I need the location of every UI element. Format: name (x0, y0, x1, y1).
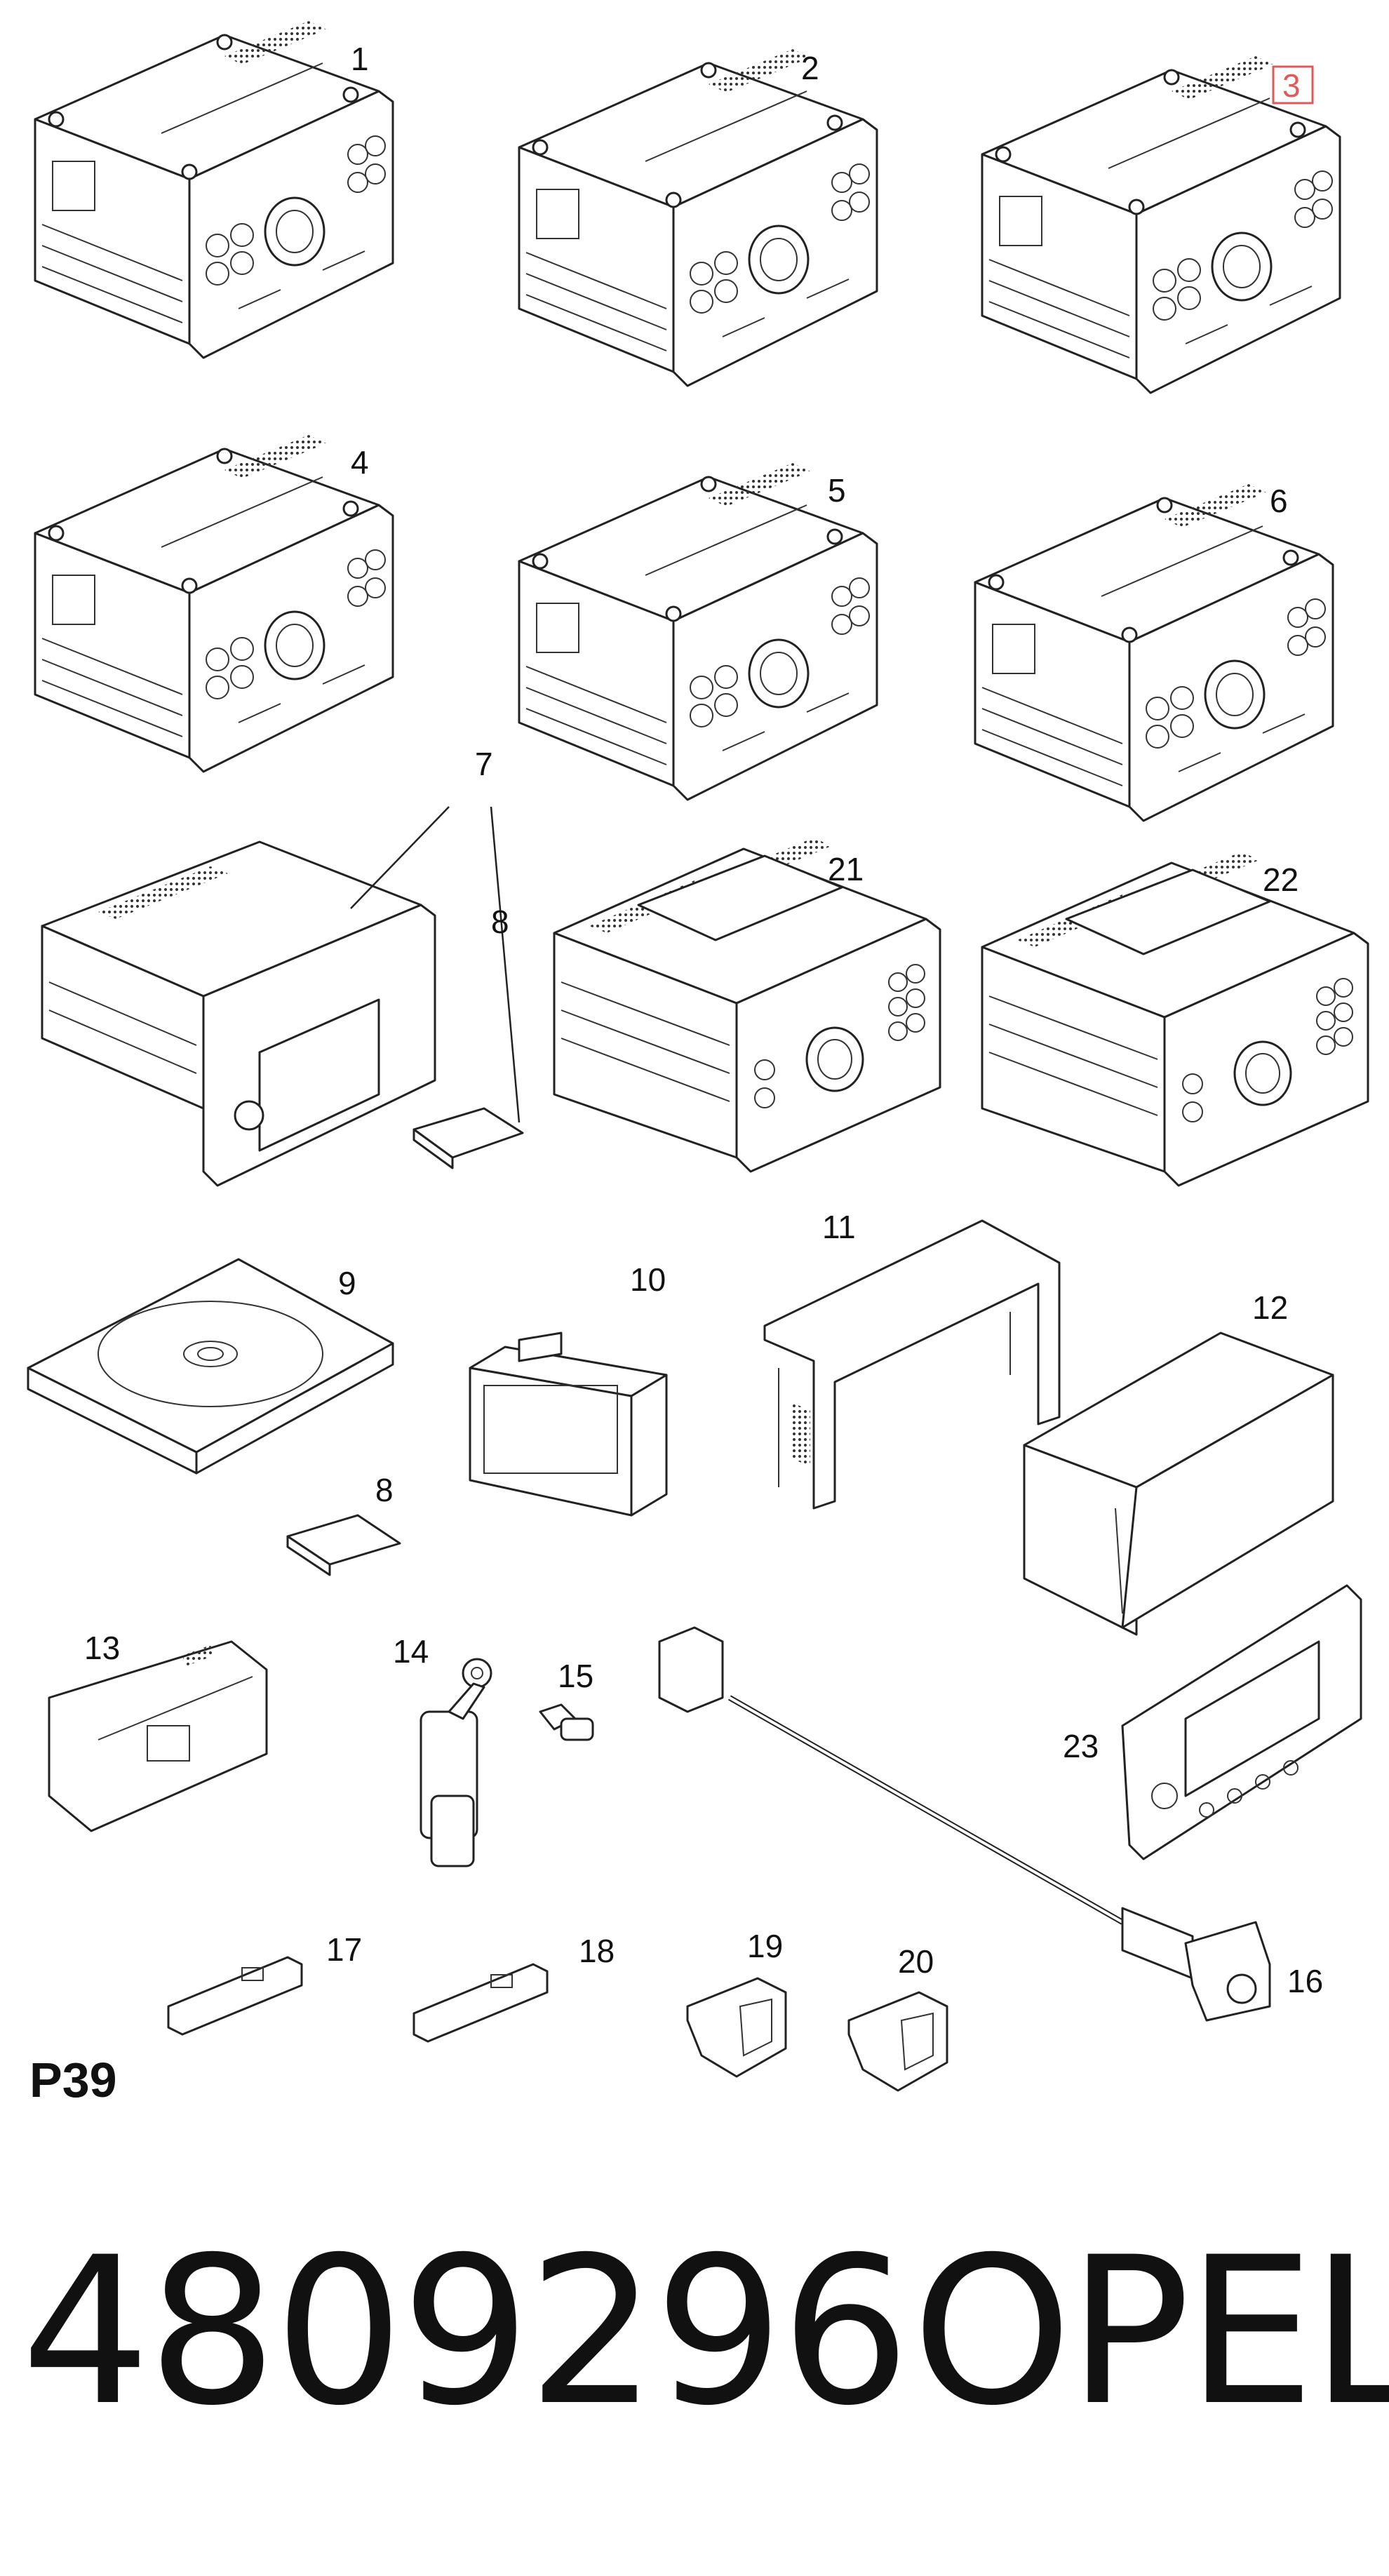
radio-unit-1 (34, 20, 394, 359)
callout-5: 5 (828, 472, 846, 509)
trim-bezel-23 (1121, 1584, 1362, 1860)
callout-6: 6 (1270, 483, 1288, 519)
navigation-unit-21 (553, 836, 941, 1173)
radio-unit-4 (34, 434, 394, 773)
socket-20 (847, 1991, 948, 2092)
sd-card-8a (412, 1107, 524, 1169)
callout-22: 22 (1263, 861, 1299, 898)
antenna-adapter-14 (420, 1658, 492, 1867)
navigation-unit-22 (981, 850, 1369, 1187)
callout-16: 16 (1287, 1963, 1323, 1999)
callout-21: 21 (828, 851, 864, 887)
control-panel-13 (48, 1640, 268, 1832)
display-module-10 (469, 1331, 668, 1517)
brand-name: OPEL (912, 2214, 1389, 2450)
callout-13: 13 (84, 1630, 120, 1666)
callout-4: 4 (351, 444, 369, 481)
callout-12: 12 (1252, 1289, 1288, 1326)
callout-14: 14 (393, 1633, 429, 1670)
callout-19: 19 (747, 1928, 783, 1964)
trim-panel-12 (1023, 1331, 1334, 1636)
callout-2: 2 (801, 50, 819, 86)
callout-3-highlight (1272, 65, 1314, 105)
callout-11: 11 (822, 1209, 856, 1245)
socket-19 (686, 1977, 787, 2078)
part-number: 4809296 (21, 2214, 911, 2450)
radio-unit-3 (981, 55, 1341, 394)
sd-card-8b (286, 1514, 401, 1576)
callout-8a: 8 (491, 904, 509, 940)
callout-10: 10 (630, 1261, 666, 1298)
callout-17: 17 (326, 1931, 362, 1968)
callout-9: 9 (338, 1265, 356, 1301)
callout-23: 23 (1063, 1728, 1099, 1764)
software-disc-9 (27, 1258, 394, 1475)
callout-18: 18 (579, 1933, 615, 1969)
callout-7: 7 (475, 746, 493, 782)
connector-18 (412, 1963, 549, 2043)
diagram-label: P39 (29, 2053, 117, 2107)
mounting-bracket-11 (763, 1219, 1061, 1510)
usb-aux-cable-16 (658, 1626, 1271, 2022)
callout-1: 1 (351, 41, 369, 77)
radio-unit-6 (974, 483, 1334, 822)
screw-15 (539, 1703, 594, 1741)
callout-20: 20 (898, 1943, 934, 1980)
radio-unit-2 (518, 48, 878, 387)
callout-labels: 1 2 3 4 5 6 7 8 21 22 9 10 11 12 8 13 14… (84, 41, 1323, 1999)
callout-15: 15 (558, 1658, 593, 1694)
callout-8b: 8 (375, 1472, 394, 1508)
navigation-unit-7 (41, 840, 436, 1187)
callout-3: 3 (1282, 67, 1301, 104)
exploded-parts-diagram: 1 2 3 4 5 6 7 8 21 22 9 10 11 12 8 13 14… (27, 20, 1369, 2092)
radio-unit-5 (518, 462, 878, 801)
connector-17 (167, 1956, 303, 2036)
